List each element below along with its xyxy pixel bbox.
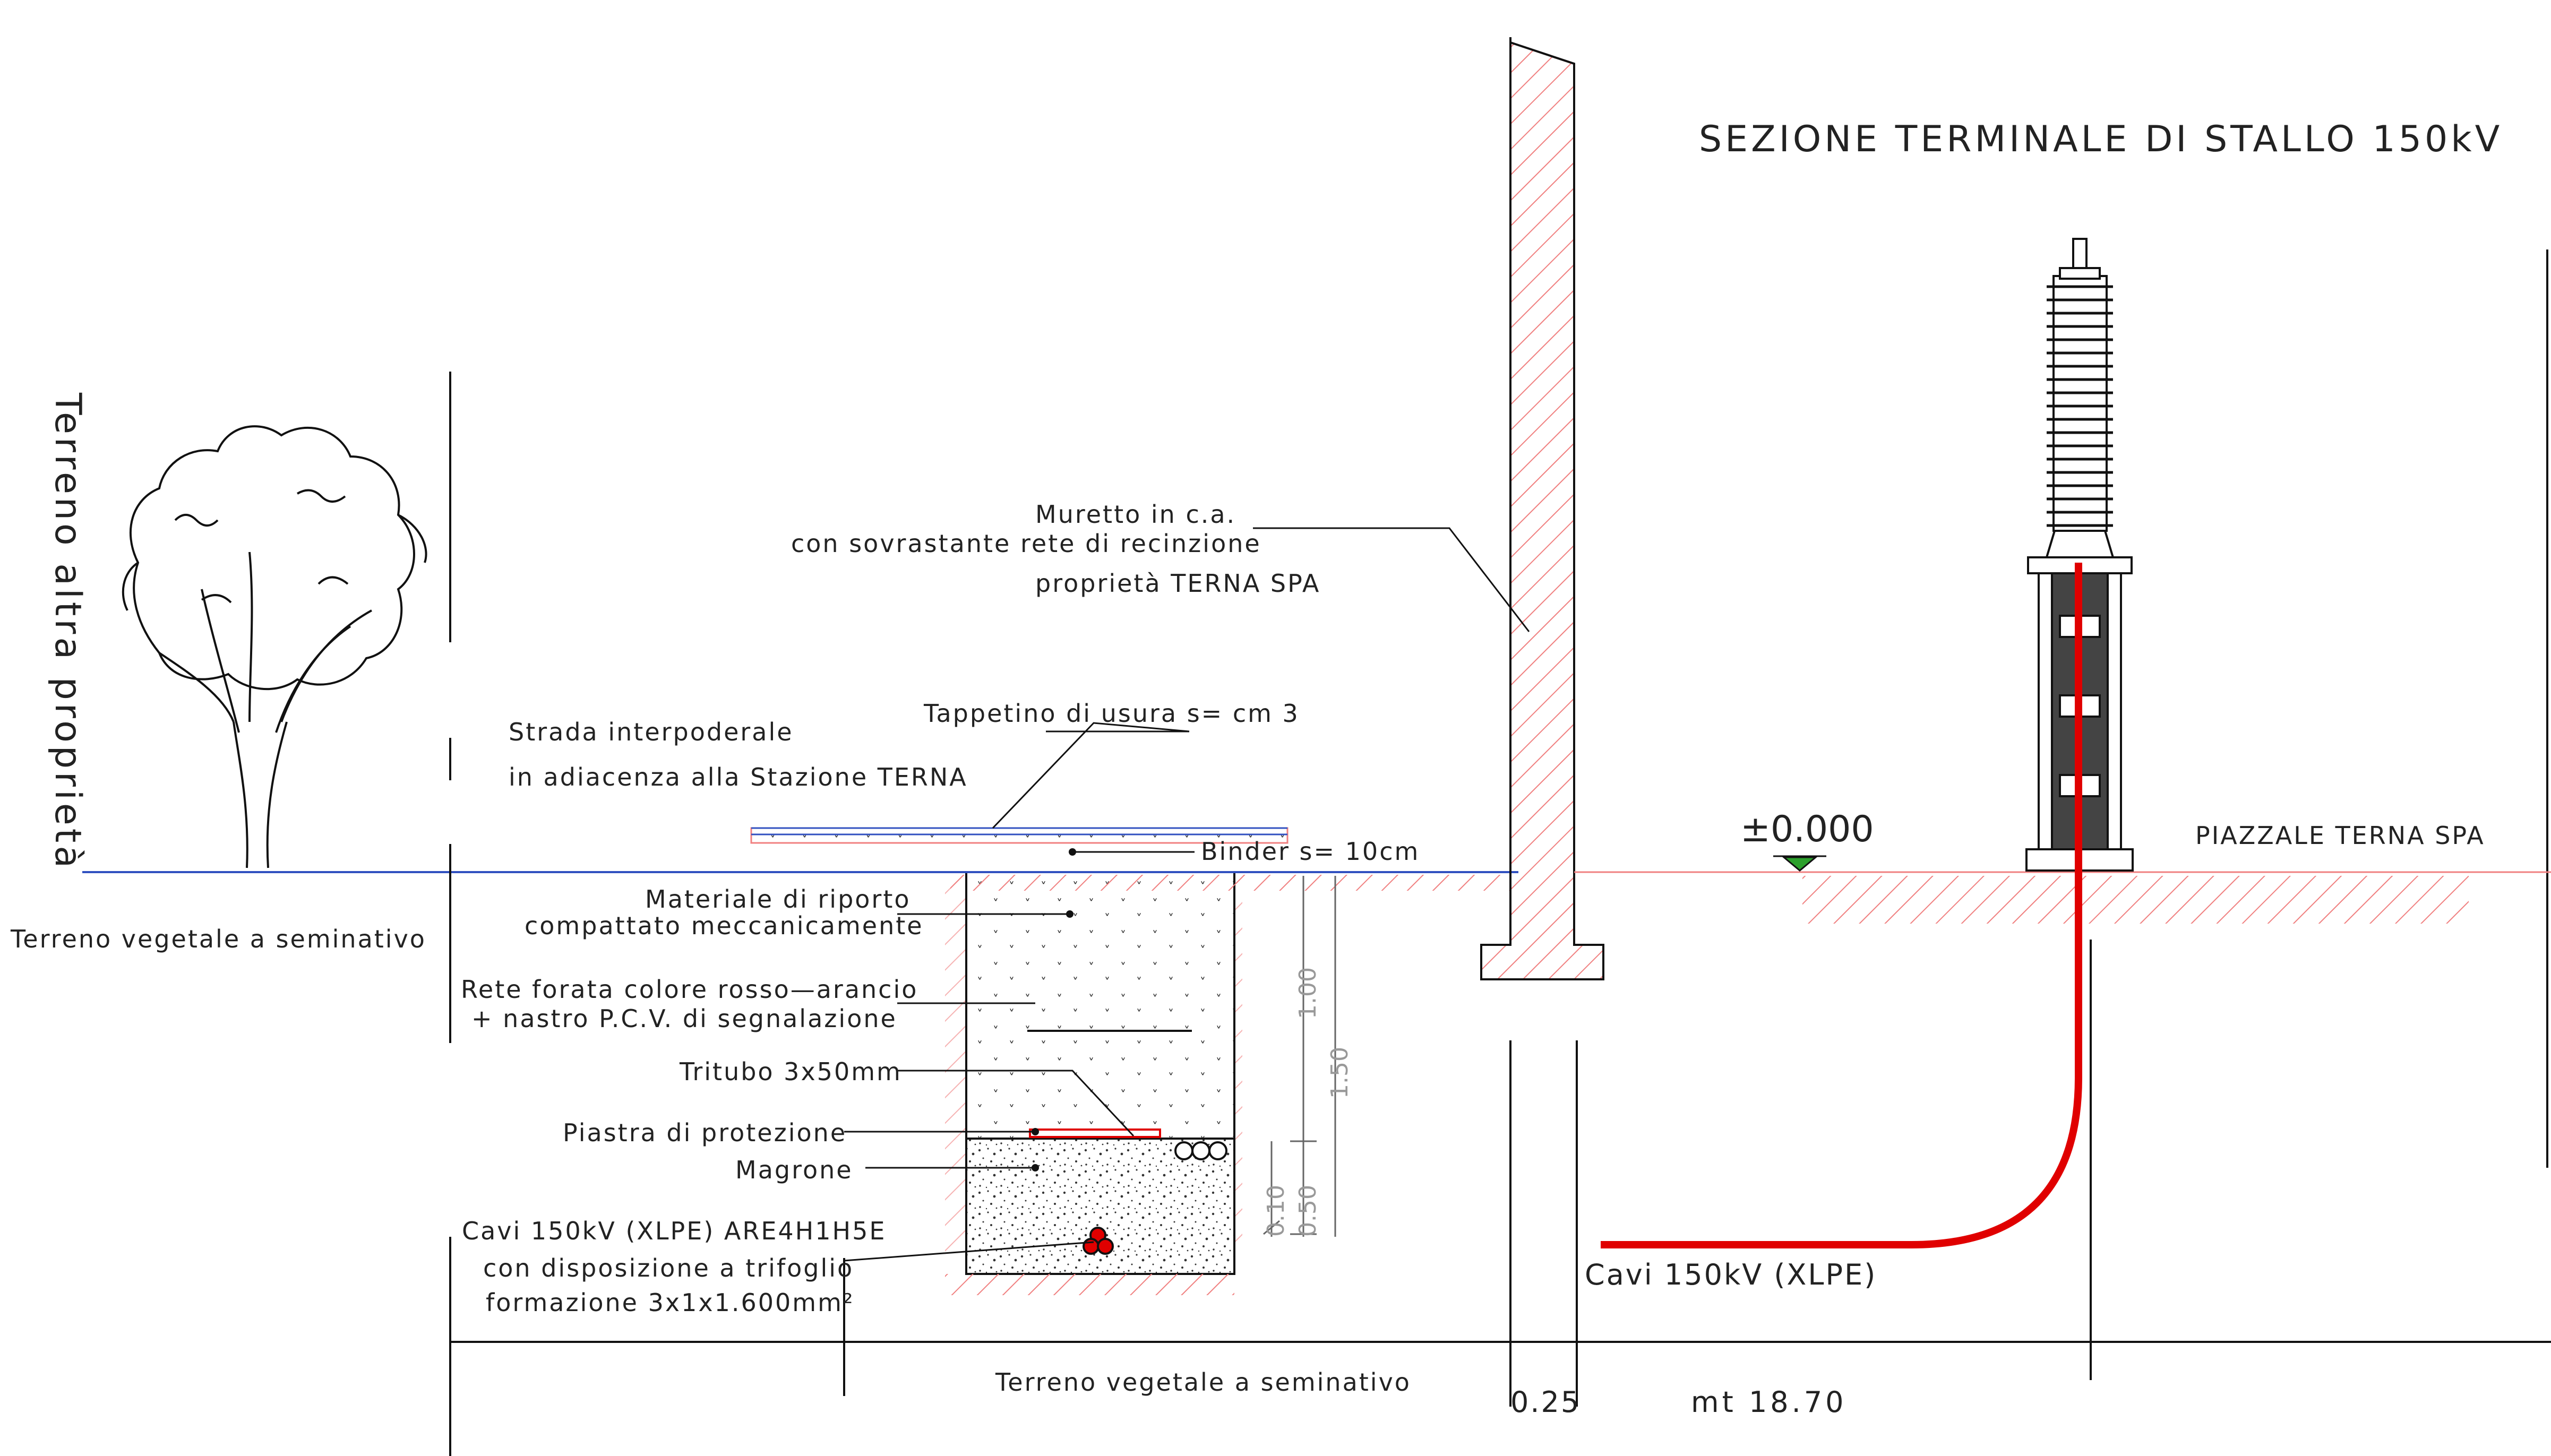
cavi-label-2: con disposizione a trifoglio bbox=[483, 1254, 854, 1282]
tritubo-icon bbox=[1174, 1141, 1227, 1160]
binder-label: Binder s= 10cm bbox=[1201, 837, 1420, 866]
piastra-label: Piastra di protezione bbox=[563, 1118, 847, 1147]
quota-label: ±0.000 bbox=[1740, 808, 1874, 850]
leader-lines bbox=[844, 527, 1530, 1262]
terreno-bottom-label: Terreno vegetale a seminativo bbox=[995, 1368, 1411, 1397]
strada-label-1: Strada interpoderale bbox=[509, 718, 794, 746]
ground-hatch-left bbox=[950, 875, 1237, 891]
level-marker-icon bbox=[1773, 855, 1826, 872]
tappetino-label: Tappetino di usura s= cm 3 bbox=[923, 699, 1300, 728]
dim-mt-18-70: mt 18.70 bbox=[1691, 1385, 1847, 1419]
muretto-label-2: con sovrastante rete di recinzione bbox=[791, 529, 1261, 558]
protection-plate bbox=[1029, 1128, 1161, 1138]
rete-label-1: Rete forata colore rosso—arancio bbox=[461, 975, 918, 1004]
section-title: SEZIONE TERMINALE DI STALLO 150kV bbox=[1699, 118, 2503, 160]
road-layers bbox=[750, 827, 1289, 844]
trefoil-cables-icon bbox=[1083, 1227, 1114, 1255]
magrone-label: Magrone bbox=[735, 1156, 853, 1184]
rete-label-2: + nastro P.C.V. di segnalazione bbox=[471, 1004, 897, 1033]
tree-icon bbox=[122, 425, 427, 868]
muretto-label-3: proprietà TERNA SPA bbox=[1035, 569, 1320, 598]
leader-dots bbox=[1032, 848, 1076, 1171]
dimension-lines bbox=[1263, 876, 1336, 1237]
muretto-label-1: Muretto in c.a. bbox=[1035, 500, 1236, 529]
terreno-left-label: Terreno vegetale a seminativo bbox=[10, 925, 426, 953]
materiale-label-2: compattato meccanicamente bbox=[525, 911, 924, 940]
dim-1-00: 1.00 bbox=[1294, 967, 1321, 1019]
left-vertical-label: Terreno altra proprietà bbox=[47, 392, 89, 871]
piazzale-label: PIAZZALE TERNA SPA bbox=[2195, 821, 2485, 850]
cavi-label-3: formazione 3x1x1.600mm² bbox=[486, 1288, 854, 1317]
materiale-label-1: Materiale di riporto bbox=[645, 885, 911, 914]
tritubo-label: Tritubo 3x50mm bbox=[679, 1057, 902, 1086]
dim-0-10: 0.10 bbox=[1262, 1185, 1290, 1237]
piazzale-ground bbox=[1574, 871, 2551, 924]
strada-label-2: in adiacenza alla Stazione TERNA bbox=[509, 763, 968, 791]
dim-0-50: 0.50 bbox=[1294, 1185, 1321, 1237]
cavi-right-label: Cavi 150kV (XLPE) bbox=[1585, 1258, 1877, 1291]
dim-0-25: 0.25 bbox=[1510, 1385, 1581, 1419]
cavi-label-1: Cavi 150kV (XLPE) ARE4H1H5E bbox=[462, 1217, 886, 1245]
ground-hatch-road bbox=[1237, 875, 1513, 891]
cable-150kv-route bbox=[1601, 563, 2082, 1248]
muretto-wall bbox=[1480, 41, 1604, 980]
dim-1-50: 1.50 bbox=[1326, 1047, 1353, 1099]
cable-trench bbox=[945, 873, 1242, 1295]
